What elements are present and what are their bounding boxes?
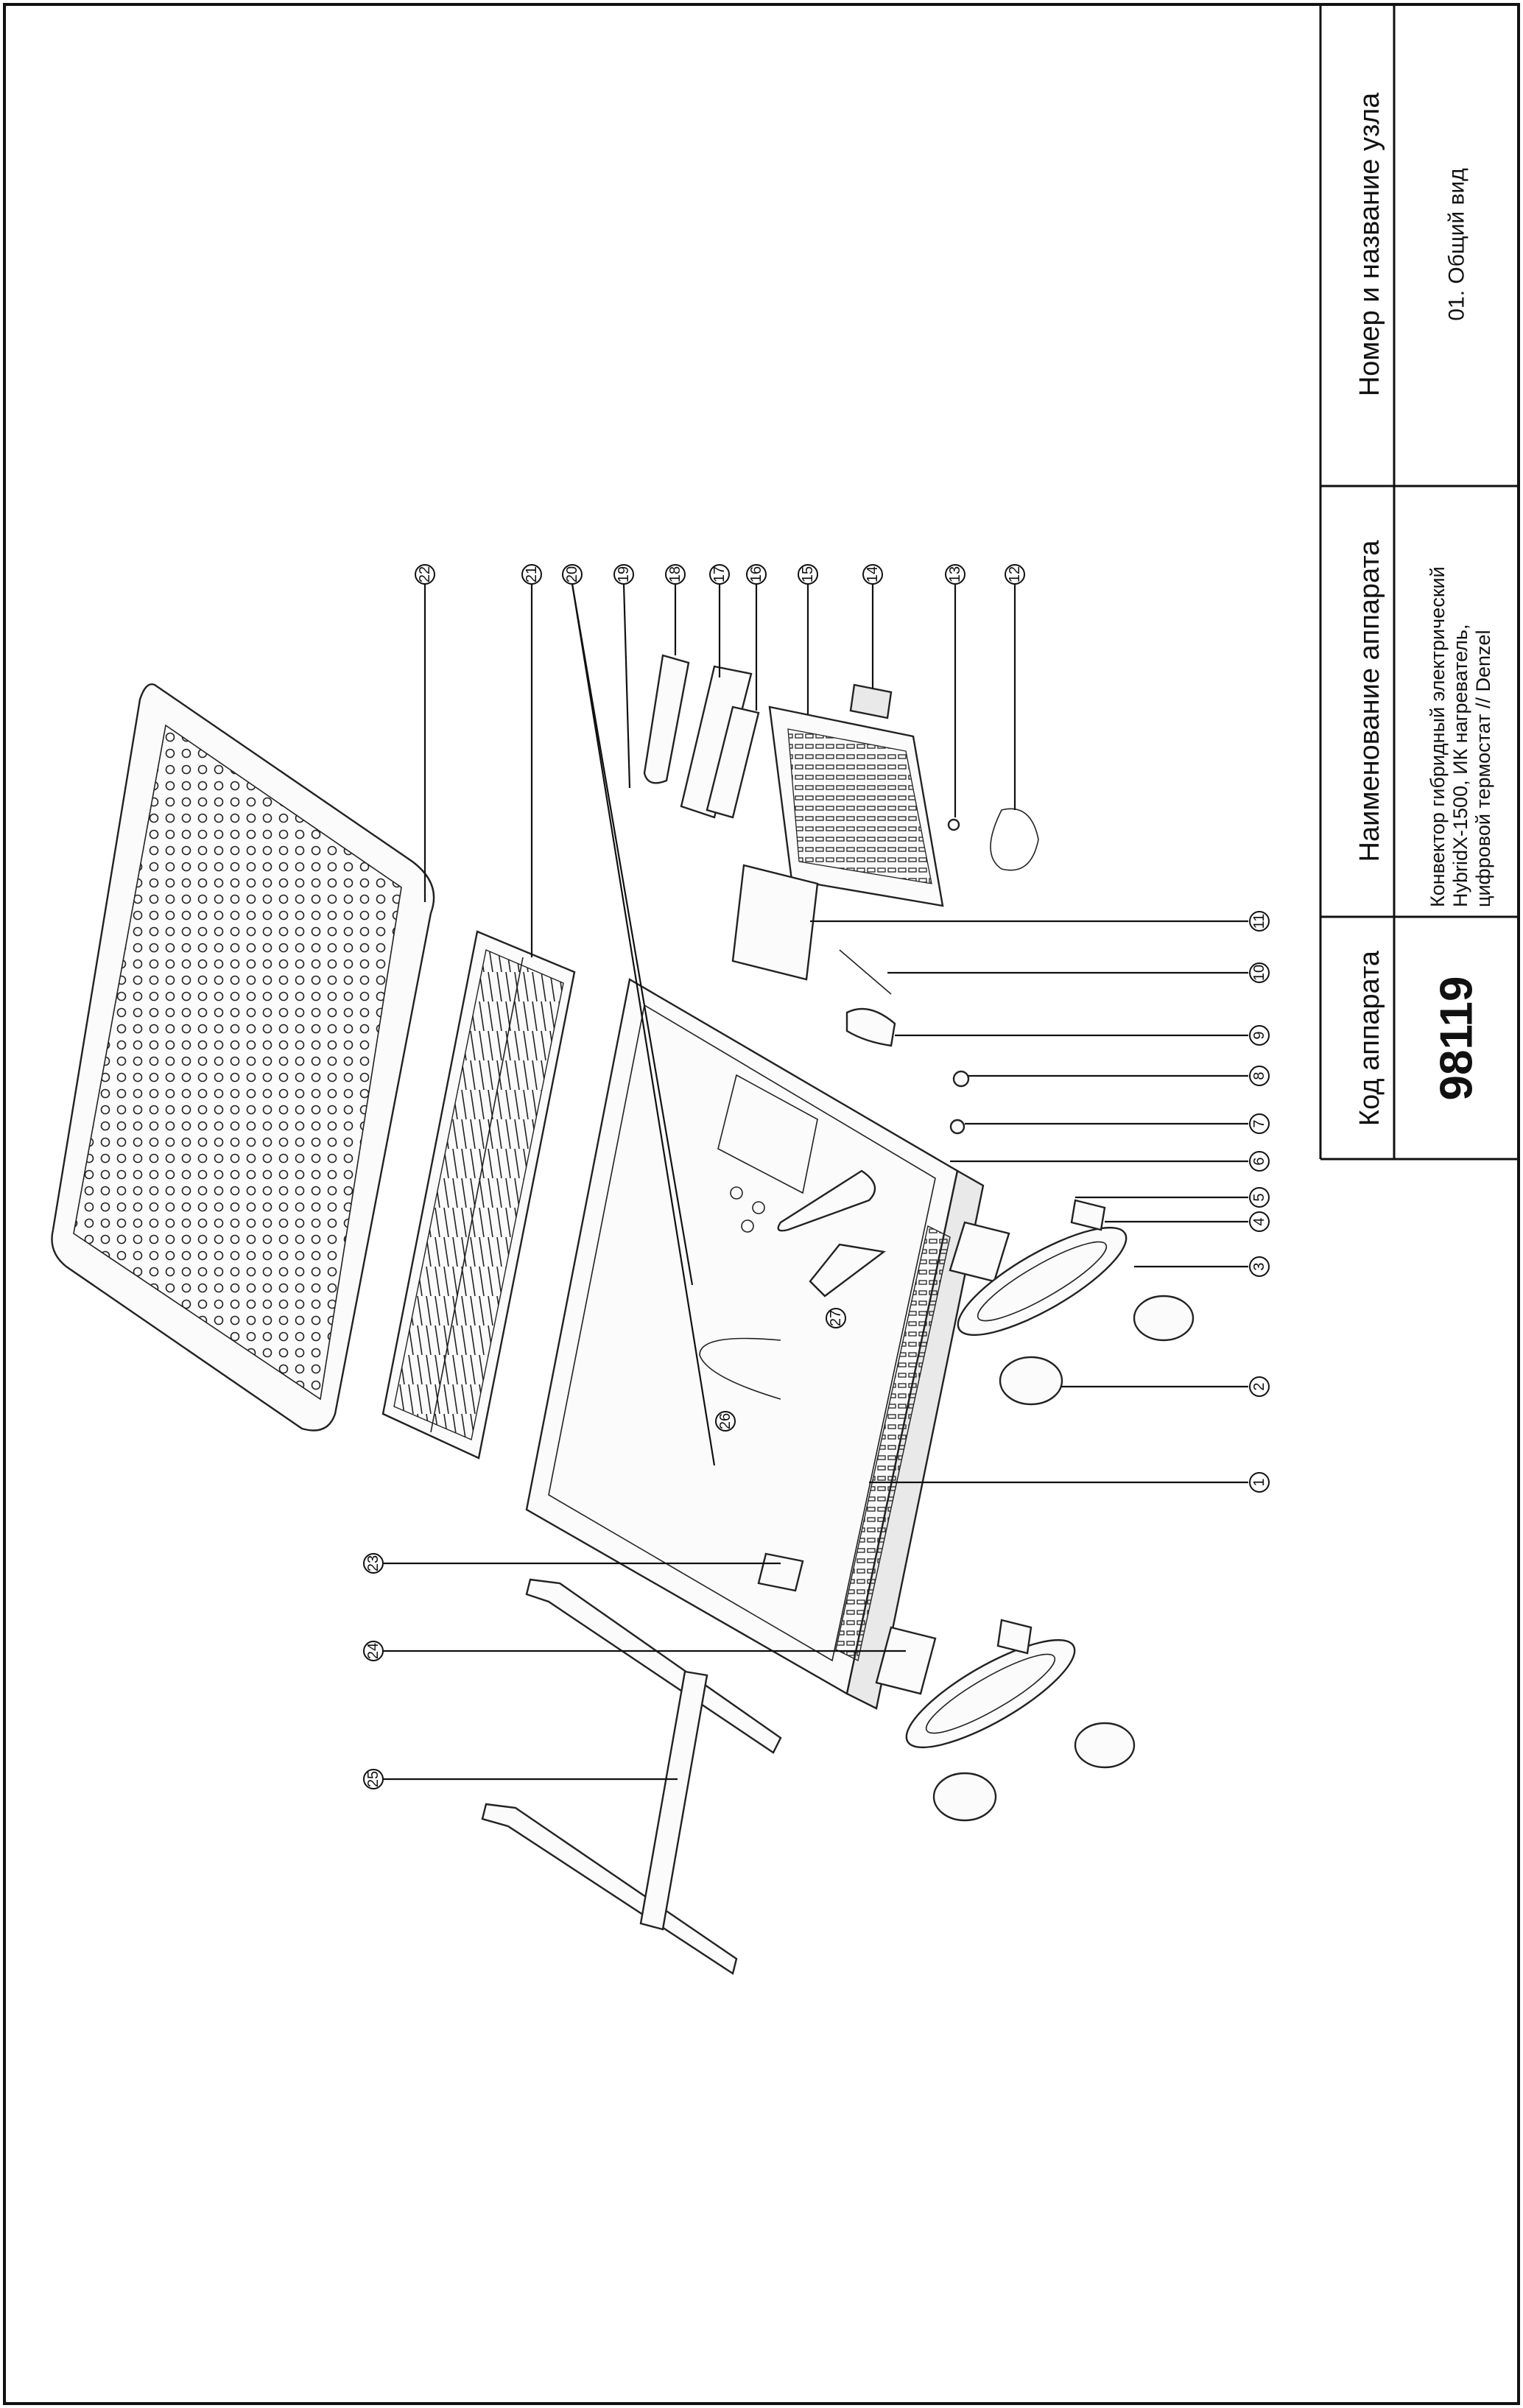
svg-text:3: 3 [1251, 1262, 1267, 1270]
washer [947, 818, 960, 831]
code-value: 98119 [1432, 976, 1482, 1101]
callouts: 22 21 20 19 18 17 16 15 14 13 12 11 10 9… [363, 564, 1270, 1789]
stand-frame [481, 1578, 782, 1975]
svg-text:2: 2 [1251, 1382, 1267, 1390]
svg-text:20: 20 [564, 566, 580, 582]
svg-text:15: 15 [800, 566, 816, 582]
callout-24: 24 [363, 1641, 384, 1661]
strip [809, 1243, 886, 1298]
svg-text:26: 26 [717, 1413, 734, 1429]
display-glass [706, 705, 760, 819]
switch [849, 683, 893, 719]
svg-text:27: 27 [828, 1310, 844, 1326]
node-header: Номер и название узла [1354, 92, 1385, 396]
callout-11: 11 [1249, 911, 1270, 932]
screw-2 [949, 1119, 965, 1135]
flat-cable [699, 1337, 781, 1400]
display-lens [643, 654, 690, 784]
callout-4: 4 [1249, 1211, 1270, 1232]
title-block: Код аппарата 98119 Наименование аппарата… [1319, 4, 1519, 1161]
name-line-2: HybridX-1500, ИК нагреватель, [1449, 624, 1471, 908]
svg-text:23: 23 [365, 1555, 381, 1571]
screw [952, 1070, 970, 1088]
heating-element [381, 930, 576, 1460]
svg-text:17: 17 [711, 566, 728, 582]
display-cover [680, 665, 753, 819]
callout-13: 13 [945, 564, 965, 585]
callout-21: 21 [521, 564, 542, 585]
name-header: Наименование аппарата [1354, 540, 1385, 862]
main-housing [525, 978, 985, 1710]
svg-text:19: 19 [616, 566, 632, 582]
callout-19: 19 [613, 564, 634, 585]
internal-parts [699, 1169, 886, 1400]
callout-6: 6 [1249, 1151, 1270, 1172]
callout-25: 25 [363, 1769, 384, 1789]
svg-text:11: 11 [1251, 914, 1267, 929]
callout-10: 10 [1249, 962, 1270, 983]
callout-23: 23 [363, 1553, 384, 1574]
svg-text:21: 21 [524, 566, 540, 582]
callout-16: 16 [746, 564, 767, 585]
callout-15: 15 [798, 564, 818, 585]
callout-8: 8 [1249, 1066, 1270, 1086]
callout-18: 18 [665, 564, 686, 585]
svg-text:18: 18 [667, 566, 683, 582]
callout-20: 20 [562, 564, 583, 585]
svg-text:4: 4 [1251, 1217, 1267, 1225]
reflector [777, 1169, 876, 1232]
callout-1: 1 [1249, 1472, 1270, 1493]
callout-7: 7 [1249, 1113, 1270, 1134]
callout-5: 5 [1249, 1187, 1270, 1208]
svg-text:22: 22 [417, 566, 433, 582]
cable-tie [839, 949, 892, 995]
callout-3: 3 [1249, 1256, 1270, 1277]
svg-text:24: 24 [365, 1643, 381, 1659]
callout-22: 22 [415, 564, 435, 585]
code-header: Код аппарата [1354, 950, 1385, 1126]
feet [905, 1199, 1195, 1822]
svg-text:8: 8 [1251, 1071, 1267, 1080]
svg-text:7: 7 [1251, 1119, 1267, 1127]
power-cord [990, 808, 1039, 871]
svg-text:9: 9 [1251, 1031, 1267, 1039]
callout-2: 2 [1249, 1376, 1270, 1397]
leader-lines [383, 583, 1248, 1781]
front-grille [51, 683, 435, 1432]
clip [845, 1007, 896, 1047]
callout-9: 9 [1249, 1025, 1270, 1046]
sheet-border [3, 3, 1520, 2405]
node-value: 01. Общий вид [1445, 168, 1469, 320]
side-brackets [757, 1221, 1010, 1695]
svg-text:25: 25 [365, 1771, 381, 1787]
callout-27: 27 [826, 1308, 846, 1328]
name-line-1: Конвектор гибридный электрический [1427, 566, 1449, 907]
svg-text:12: 12 [1007, 566, 1023, 582]
callout-12: 12 [1005, 564, 1025, 585]
svg-text:1: 1 [1251, 1478, 1267, 1486]
svg-text:6: 6 [1251, 1157, 1267, 1165]
svg-text:16: 16 [748, 566, 764, 582]
svg-text:10: 10 [1251, 965, 1267, 981]
callout-14: 14 [862, 564, 883, 585]
svg-text:13: 13 [947, 566, 963, 582]
control-module [643, 654, 1039, 1135]
callout-17: 17 [709, 564, 730, 585]
svg-text:14: 14 [865, 566, 881, 582]
pcb-board [731, 864, 819, 981]
callout-26: 26 [715, 1411, 736, 1432]
svg-text:5: 5 [1251, 1193, 1267, 1201]
name-line-3: цифровой термостат // Denzel [1472, 630, 1494, 907]
